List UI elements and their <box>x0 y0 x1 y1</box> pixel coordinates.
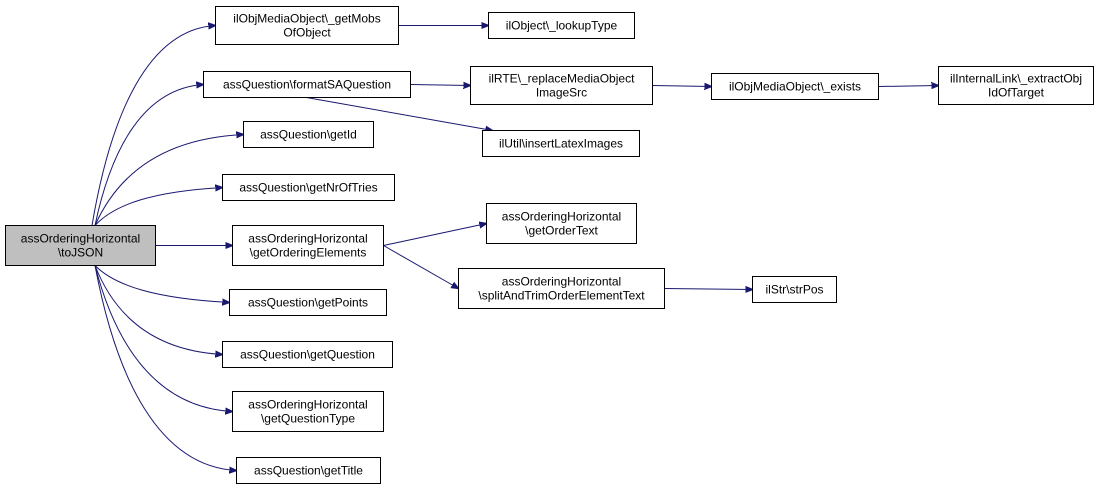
node-getnroftries[interactable]: assQuestion\getNrOfTries <box>222 174 395 201</box>
node-label: ImageSrc <box>536 86 587 100</box>
node-box <box>243 121 374 148</box>
edge-root-to-getmobs <box>91 26 216 226</box>
node-box <box>938 66 1094 105</box>
node-box <box>470 66 653 105</box>
node-label: assQuestion\formatSAQuestion <box>223 78 391 92</box>
node-label: assOrderingHorizontal <box>21 232 140 246</box>
edge-exists-to-extractobj <box>878 86 939 87</box>
node-label: \getOrderingElements <box>250 246 367 260</box>
node-root[interactable]: assOrderingHorizontal\toJSON <box>5 225 156 266</box>
node-getpoints[interactable]: assQuestion\getPoints <box>229 289 387 316</box>
node-box <box>711 73 879 100</box>
node-box <box>215 6 399 45</box>
node-label: ilUtil\insertLatexImages <box>499 137 623 151</box>
node-getid[interactable]: assQuestion\getId <box>243 121 374 148</box>
node-box <box>222 341 393 368</box>
edge-formatsa-to-latex <box>306 97 493 131</box>
node-label: ilInternalLink\_extractObj <box>950 72 1082 86</box>
node-label: \getOrderText <box>525 224 598 238</box>
node-label: \splitAndTrimOrderElementText <box>478 289 645 303</box>
edge-root-to-gettitle <box>94 265 237 471</box>
node-box <box>203 71 411 98</box>
node-label: ilObject\_lookupType <box>506 19 618 33</box>
node-box <box>5 225 156 266</box>
node-box <box>232 225 384 266</box>
node-label: ilObjMediaObject\_getMobs <box>233 12 380 26</box>
node-label: \toJSON <box>58 246 103 260</box>
node-getquestiontype[interactable]: assOrderingHorizontal\getQuestionType <box>232 391 384 432</box>
node-label: assQuestion\getId <box>260 128 357 142</box>
edge-formatsa-to-replacemedia <box>410 85 471 86</box>
node-label: assQuestion\getQuestion <box>240 348 375 362</box>
nodes-layer: assOrderingHorizontal\toJSONilObjMediaOb… <box>5 6 1094 484</box>
node-label: assOrderingHorizontal <box>502 275 621 289</box>
node-box <box>236 457 381 484</box>
edge-root-to-getquestiontype <box>94 265 233 412</box>
node-formatsa[interactable]: assQuestion\formatSAQuestion <box>203 71 411 98</box>
node-getorderingelements[interactable]: assOrderingHorizontal\getOrderingElement… <box>232 225 384 266</box>
node-label: assQuestion\getNrOfTries <box>239 181 377 195</box>
node-label: OfObject <box>283 26 331 40</box>
edge-splittrim-to-strpos <box>664 289 753 290</box>
edge-root-to-getpoints <box>94 265 230 303</box>
node-label: assQuestion\getPoints <box>248 296 368 310</box>
node-label: \getQuestionType <box>261 412 355 426</box>
edges-layer <box>91 26 939 471</box>
node-label: assOrderingHorizontal <box>248 398 367 412</box>
node-latex[interactable]: ilUtil\insertLatexImages <box>482 130 640 157</box>
edge-replacemedia-to-exists <box>652 86 712 87</box>
node-label: assQuestion\getTitle <box>254 464 363 478</box>
node-splittrim[interactable]: assOrderingHorizontal\splitAndTrimOrderE… <box>458 268 665 309</box>
edge-root-to-getid <box>94 135 244 226</box>
node-exists[interactable]: ilObjMediaObject\_exists <box>711 73 879 100</box>
node-getordertext[interactable]: assOrderingHorizontal\getOrderText <box>486 203 637 244</box>
node-lookuptype[interactable]: ilObject\_lookupType <box>488 12 635 39</box>
edge-getorderingelements-to-splittrim <box>383 245 459 289</box>
node-label: IdOfTarget <box>988 86 1045 100</box>
node-strpos[interactable]: ilStr\strPos <box>752 276 837 303</box>
node-label: ilStr\strPos <box>765 283 823 297</box>
node-box <box>486 203 637 244</box>
node-label: assOrderingHorizontal <box>248 232 367 246</box>
edge-getorderingelements-to-getordertext <box>383 224 487 246</box>
node-box <box>232 391 384 432</box>
node-label: assOrderingHorizontal <box>502 210 621 224</box>
node-box <box>222 174 395 201</box>
node-box <box>458 268 665 309</box>
node-gettitle[interactable]: assQuestion\getTitle <box>236 457 381 484</box>
edge-root-to-getnroftries <box>94 188 223 226</box>
node-box <box>752 276 837 303</box>
node-box <box>488 12 635 39</box>
edge-root-to-formatsa <box>94 85 204 226</box>
node-label: ilRTE\_replaceMediaObject <box>489 72 636 86</box>
edge-root-to-getquestion <box>94 265 223 355</box>
node-getquestion[interactable]: assQuestion\getQuestion <box>222 341 393 368</box>
node-box <box>229 289 387 316</box>
node-label: ilObjMediaObject\_exists <box>729 80 861 94</box>
node-box <box>482 130 640 157</box>
